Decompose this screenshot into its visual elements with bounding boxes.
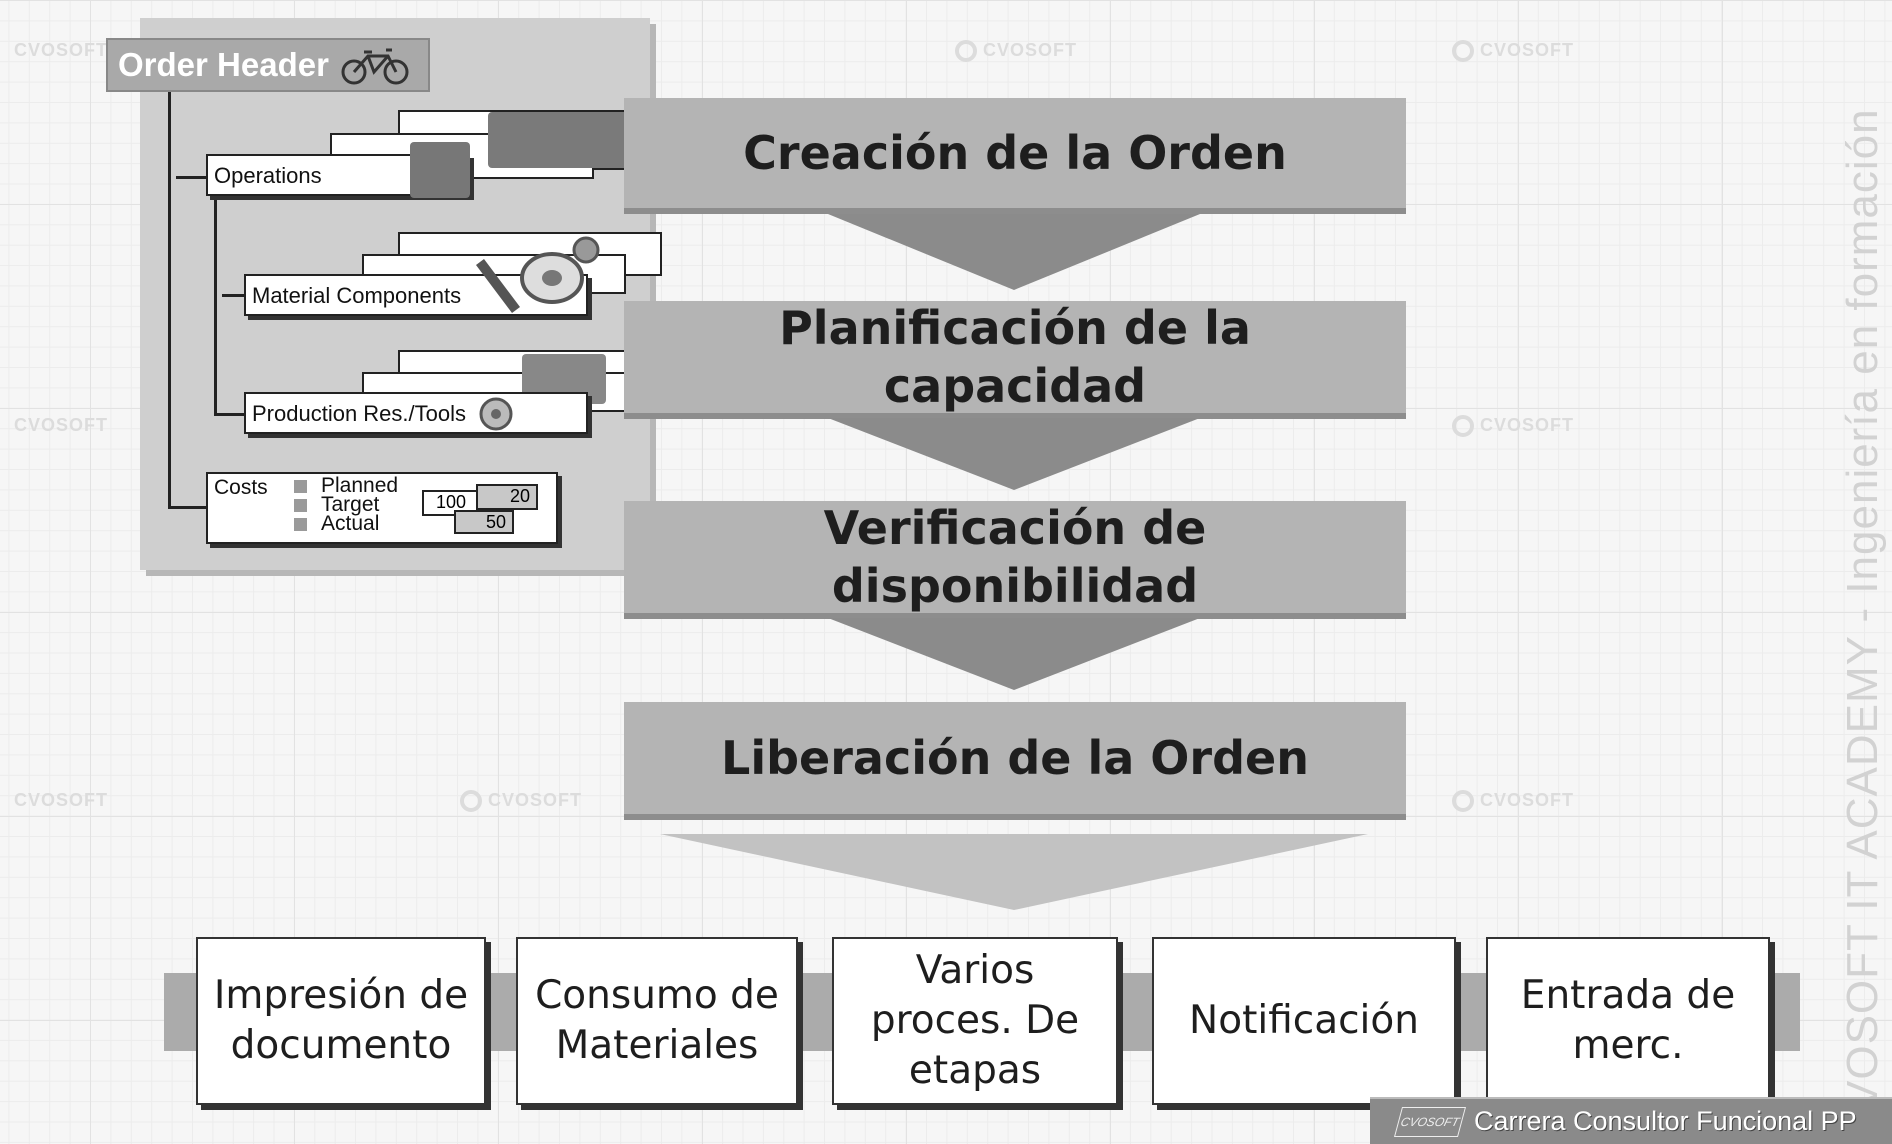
down-arrow-icon	[828, 418, 1200, 490]
watermark-logo: CVOSOFT	[1452, 790, 1574, 813]
material-components-label: Material Components	[252, 283, 462, 308]
step-liberacion-orden: Liberación de la Orden	[624, 702, 1406, 814]
activity-consumo-materiales: Consumo de Materiales	[516, 937, 798, 1105]
lathe-icon	[488, 112, 628, 168]
step-verificacion-disponibilidad: Verificación de disponibilidad	[624, 501, 1406, 613]
watermark-logo: CVOSOFT	[14, 40, 109, 60]
watermark-logo: CVOSOFT	[955, 40, 1077, 63]
watermark-logo: CVOSOFT	[1452, 415, 1574, 438]
production-tools-label: Production Res./Tools	[252, 401, 466, 426]
activity-notificacion: Notificación	[1152, 937, 1456, 1105]
drill-press-icon	[410, 142, 470, 198]
costs-label: Costs	[214, 476, 268, 499]
order-header-title: Order Header	[106, 38, 430, 92]
target-value: 20	[476, 484, 538, 510]
costs-legend: Planned Target Actual	[294, 475, 398, 534]
step-planificacion-capacidad: Planificación de la capacidad	[624, 301, 1406, 413]
watermark-logo: CVOSOFT	[460, 790, 582, 813]
tree-line	[222, 294, 244, 297]
saw-blade-icon	[479, 397, 513, 431]
watermark-logo: CVOSOFT	[14, 790, 109, 810]
activity-entrada-mercancias: Entrada de merc.	[1486, 937, 1770, 1105]
material-components-card[interactable]: Material Components	[244, 274, 588, 316]
step-creacion-orden: Creación de la Orden	[624, 98, 1406, 208]
costs-card: Costs Planned Target Actual 100 20 50	[206, 472, 558, 544]
tree-line	[168, 92, 171, 508]
fan-out-arrow-icon	[660, 834, 1368, 910]
tree-line	[214, 413, 244, 416]
footer-logo: CVOSOFT	[1393, 1106, 1467, 1137]
tree-line	[168, 506, 206, 509]
legend-target: Target	[294, 494, 398, 515]
tree-line	[176, 176, 206, 179]
screw-and-part-icon	[476, 236, 600, 313]
footer-bar: CVOSOFT Carrera Consultor Funcional PP	[1370, 1097, 1892, 1144]
tree-line	[214, 196, 217, 416]
legend-actual: Actual	[294, 513, 398, 534]
watermark-logo: CVOSOFT	[1452, 40, 1574, 63]
actual-value: 50	[454, 510, 514, 534]
production-tools-card[interactable]: Production Res./Tools	[244, 392, 588, 434]
footer-text: Carrera Consultor Funcional PP	[1474, 1106, 1857, 1136]
legend-planned: Planned	[294, 475, 398, 496]
activity-varios-procesos: Varios proces. De etapas	[832, 937, 1118, 1105]
bicycle-icon	[341, 48, 409, 85]
down-arrow-icon	[828, 618, 1200, 690]
side-watermark: VOSOFT IT ACADEMY - Ingeniería en formac…	[1838, 108, 1887, 1110]
activity-impresion-documento: Impresión de documento	[196, 937, 486, 1105]
operations-label: Operations	[214, 163, 322, 188]
down-arrow-icon	[828, 214, 1200, 290]
watermark-logo: CVOSOFT	[14, 415, 109, 435]
